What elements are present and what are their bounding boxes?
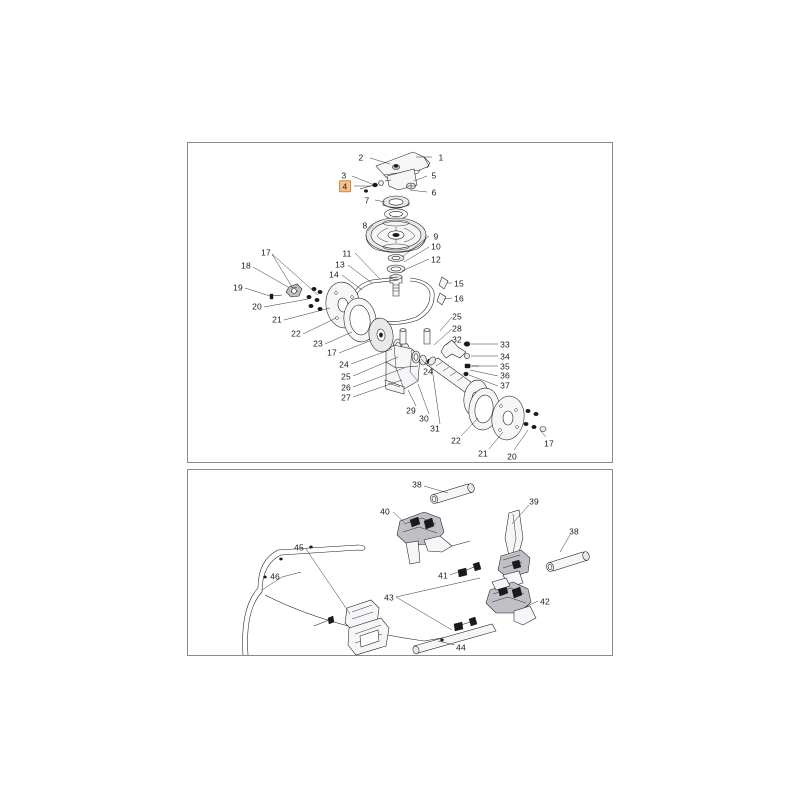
callout-label-15: 15	[454, 277, 464, 288]
callout-label-34: 34	[500, 350, 510, 361]
callout-label-4[interactable]: 4	[339, 180, 351, 192]
callout-label-1: 1	[438, 151, 444, 162]
callout-label-2: 2	[358, 151, 364, 162]
callout-label-32: 32	[452, 333, 462, 344]
callout-label-23: 23	[313, 337, 323, 348]
callout-label-38: 38	[569, 525, 579, 536]
callout-label-22: 22	[291, 327, 301, 338]
callout-label-11: 11	[342, 247, 352, 258]
callout-label-20: 20	[252, 300, 262, 311]
callout-label-30: 30	[419, 412, 429, 423]
callout-label-17: 17	[544, 437, 554, 448]
callout-label-22: 22	[451, 434, 461, 445]
callout-label-36: 36	[500, 369, 510, 380]
callout-label-44: 44	[456, 641, 466, 652]
callout-label-5: 5	[431, 169, 437, 180]
handlebar-controls-panel	[187, 469, 613, 656]
callout-label-39: 39	[529, 495, 539, 506]
callout-label-37: 37	[500, 379, 510, 390]
callout-label-40: 40	[380, 505, 390, 516]
callout-label-41: 41	[438, 569, 448, 580]
callout-label-16: 16	[454, 292, 464, 303]
callout-label-19: 19	[233, 281, 243, 292]
callout-label-27: 27	[341, 391, 351, 402]
callout-label-10: 10	[431, 240, 441, 251]
callout-label-20: 20	[507, 450, 517, 461]
callout-label-13: 13	[335, 258, 345, 269]
callout-label-46: 46	[270, 570, 280, 581]
callout-label-18: 18	[241, 259, 251, 270]
callout-label-35: 35	[500, 360, 510, 371]
callout-label-31: 31	[430, 422, 440, 433]
callout-label-21: 21	[272, 313, 282, 324]
callout-label-17: 17	[261, 246, 271, 257]
callout-label-25: 25	[452, 310, 462, 321]
callout-label-12: 12	[431, 253, 441, 264]
callout-label-28: 28	[452, 322, 462, 333]
callout-label-17: 17	[327, 346, 337, 357]
callout-label-38: 38	[412, 478, 422, 489]
callout-label-26: 26	[341, 381, 351, 392]
callout-label-24: 24	[423, 365, 433, 376]
callout-label-7: 7	[364, 194, 370, 205]
callout-label-25: 25	[341, 370, 351, 381]
callout-label-29: 29	[406, 404, 416, 415]
callout-label-3: 3	[341, 169, 347, 180]
callout-label-8: 8	[362, 219, 368, 230]
callout-label-6: 6	[431, 186, 437, 197]
callout-label-45: 45	[294, 541, 304, 552]
callout-label-42: 42	[540, 595, 550, 606]
callout-label-24: 24	[339, 358, 349, 369]
callout-label-14: 14	[329, 268, 339, 279]
callout-label-9: 9	[433, 230, 439, 241]
callout-label-43: 43	[384, 591, 394, 602]
callout-label-21: 21	[478, 447, 488, 458]
callout-label-33: 33	[500, 338, 510, 349]
